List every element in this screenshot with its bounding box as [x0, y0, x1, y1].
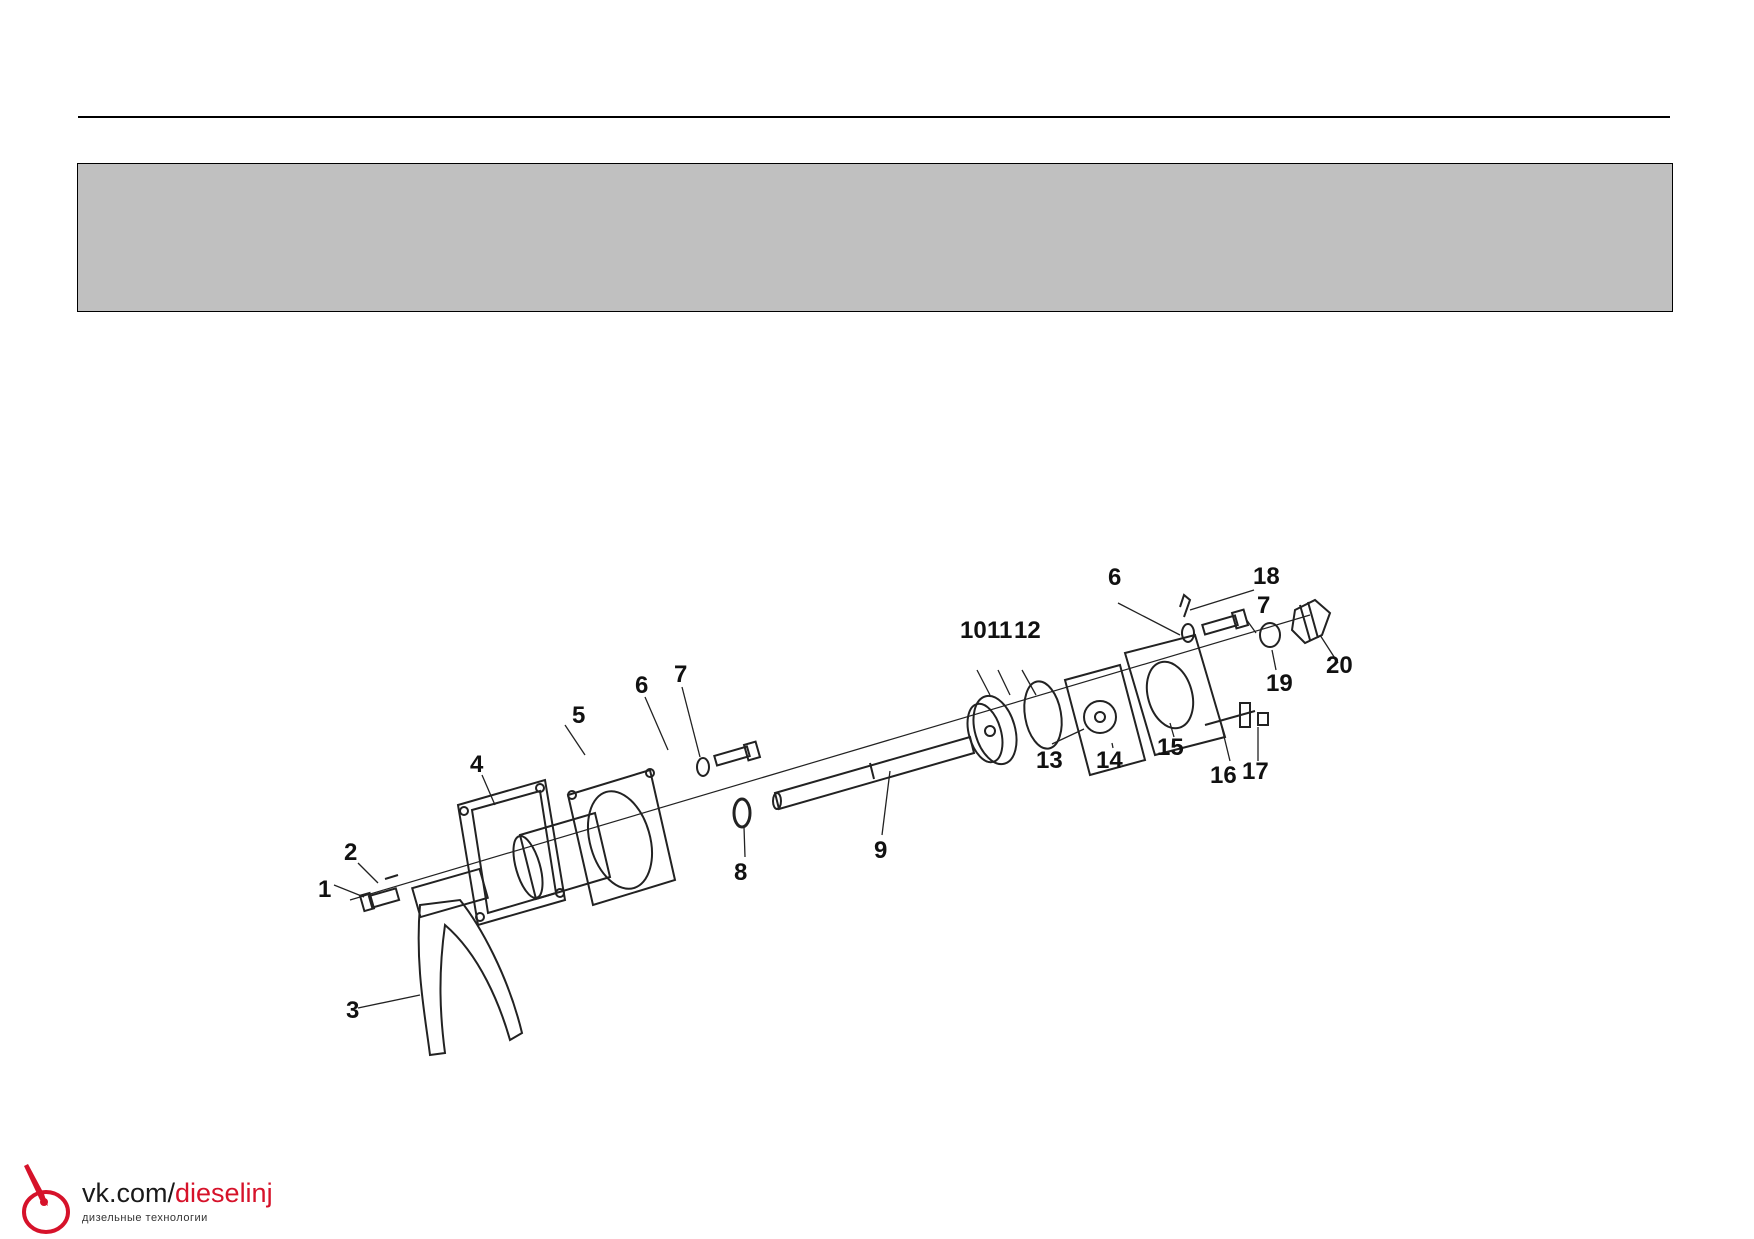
part-6-washer-right [1181, 623, 1195, 643]
label-part-14: 14 [1096, 747, 1123, 774]
part-9-shaft [772, 735, 976, 811]
label-part-17: 17 [1242, 758, 1269, 785]
part-7-bolt-right [1201, 608, 1250, 636]
part-16-17-fitting [1204, 702, 1269, 728]
label-part-2: 2 [344, 839, 357, 866]
label-part-7-right: 7 [1257, 592, 1270, 619]
part-20-boot [1290, 598, 1332, 645]
part-10-gear [966, 694, 1018, 766]
label-part-6: 6 [635, 672, 648, 699]
footer-brand: vk.com/dieselinj дизельные технологии [18, 1164, 318, 1236]
label-part-13: 13 [1036, 747, 1063, 774]
label-part-3: 3 [346, 997, 359, 1024]
part-15-cover [1123, 633, 1227, 757]
part-8-ring [732, 797, 752, 829]
part-1-bolt [358, 887, 401, 913]
label-part-11: 11 [987, 617, 1012, 644]
part-7-bolt [713, 740, 762, 767]
label-part-12: 12 [1014, 617, 1041, 644]
part-6-washer [696, 757, 710, 777]
footer-url[interactable]: vk.com/dieselinj [82, 1178, 273, 1208]
part-5-housing [512, 768, 677, 907]
exploded-parts-diagram: 1 2 3 4 5 6 7 8 9 10 11 12 13 14 15 16 1… [310, 505, 1440, 1085]
label-part-15: 15 [1157, 734, 1184, 761]
axis-line [349, 614, 1311, 901]
part-2-screw [384, 874, 399, 880]
label-part-8: 8 [734, 859, 747, 886]
top-rule [78, 116, 1670, 118]
part-14-plate [1063, 663, 1147, 777]
part-3-fork [410, 867, 524, 1057]
header-band [77, 163, 1673, 312]
part-19-oring [1259, 622, 1281, 648]
label-part-7: 7 [674, 661, 687, 688]
part-11-12-seal [1023, 680, 1063, 750]
label-part-6-right: 6 [1108, 564, 1121, 591]
label-part-16: 16 [1210, 762, 1237, 789]
label-part-18: 18 [1253, 563, 1280, 590]
injector-logo-icon [22, 1164, 70, 1234]
part-18-pin [1179, 593, 1192, 618]
label-part-5: 5 [572, 702, 585, 729]
footer-tagline: дизельные технологии [82, 1212, 208, 1224]
label-part-20: 20 [1326, 652, 1353, 679]
label-part-1: 1 [318, 876, 331, 903]
label-part-4: 4 [470, 751, 484, 778]
leader-lines [333, 589, 1339, 1009]
label-part-9: 9 [874, 837, 887, 864]
label-part-10: 10 [960, 617, 987, 644]
label-part-19: 19 [1266, 670, 1293, 697]
